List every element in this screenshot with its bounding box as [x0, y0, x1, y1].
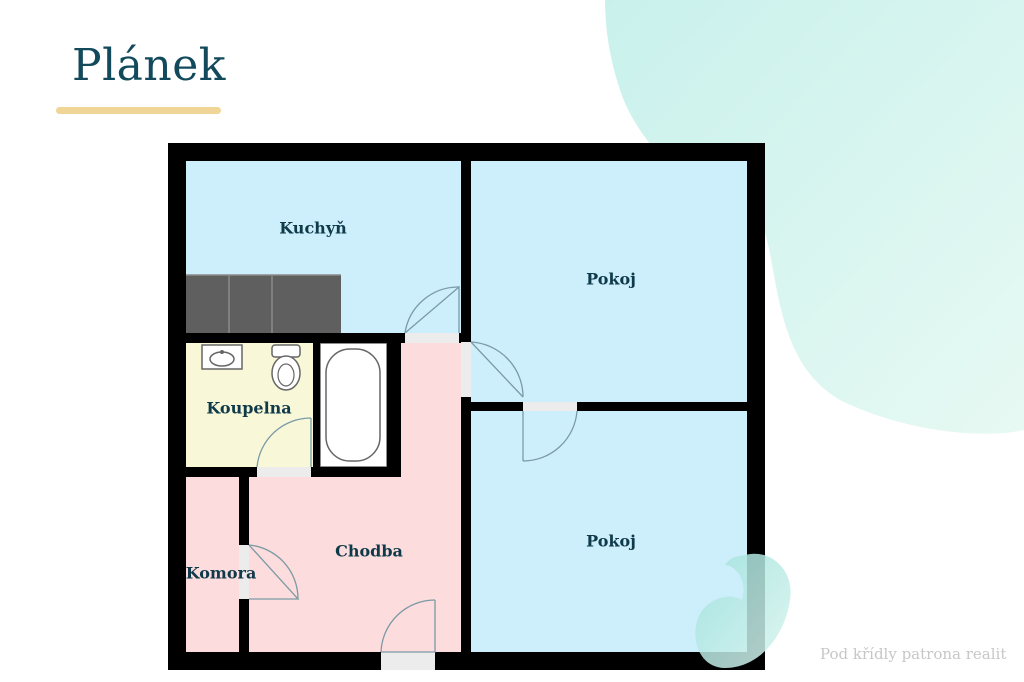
storage-area [186, 477, 239, 652]
sink-icon [201, 344, 243, 370]
title-underline [56, 107, 221, 114]
door-openings [239, 333, 577, 670]
logo-watermark [695, 553, 791, 668]
door-swings [248, 285, 578, 653]
room-label-storage: Komora [185, 563, 257, 583]
watermark-text: Pod křídly patrona realit [820, 645, 1007, 663]
room-bottom-area [471, 411, 747, 652]
room-label-bathroom: Koupelna [206, 398, 292, 418]
room-label-kitchen: Kuchyň [279, 218, 347, 238]
room-label-room-top: Pokoj [586, 269, 636, 289]
room-label-hallway: Chodba [335, 541, 403, 561]
bathtub-icon [319, 342, 388, 468]
page-title: Plánek [72, 40, 226, 91]
kitchen-counter [186, 274, 341, 333]
hallway-area [249, 343, 461, 652]
room-top-area [471, 161, 747, 402]
background-decor-shape [605, 0, 1024, 434]
toilet-icon [271, 344, 301, 391]
room-label-room-bottom: Pokoj [586, 531, 636, 551]
